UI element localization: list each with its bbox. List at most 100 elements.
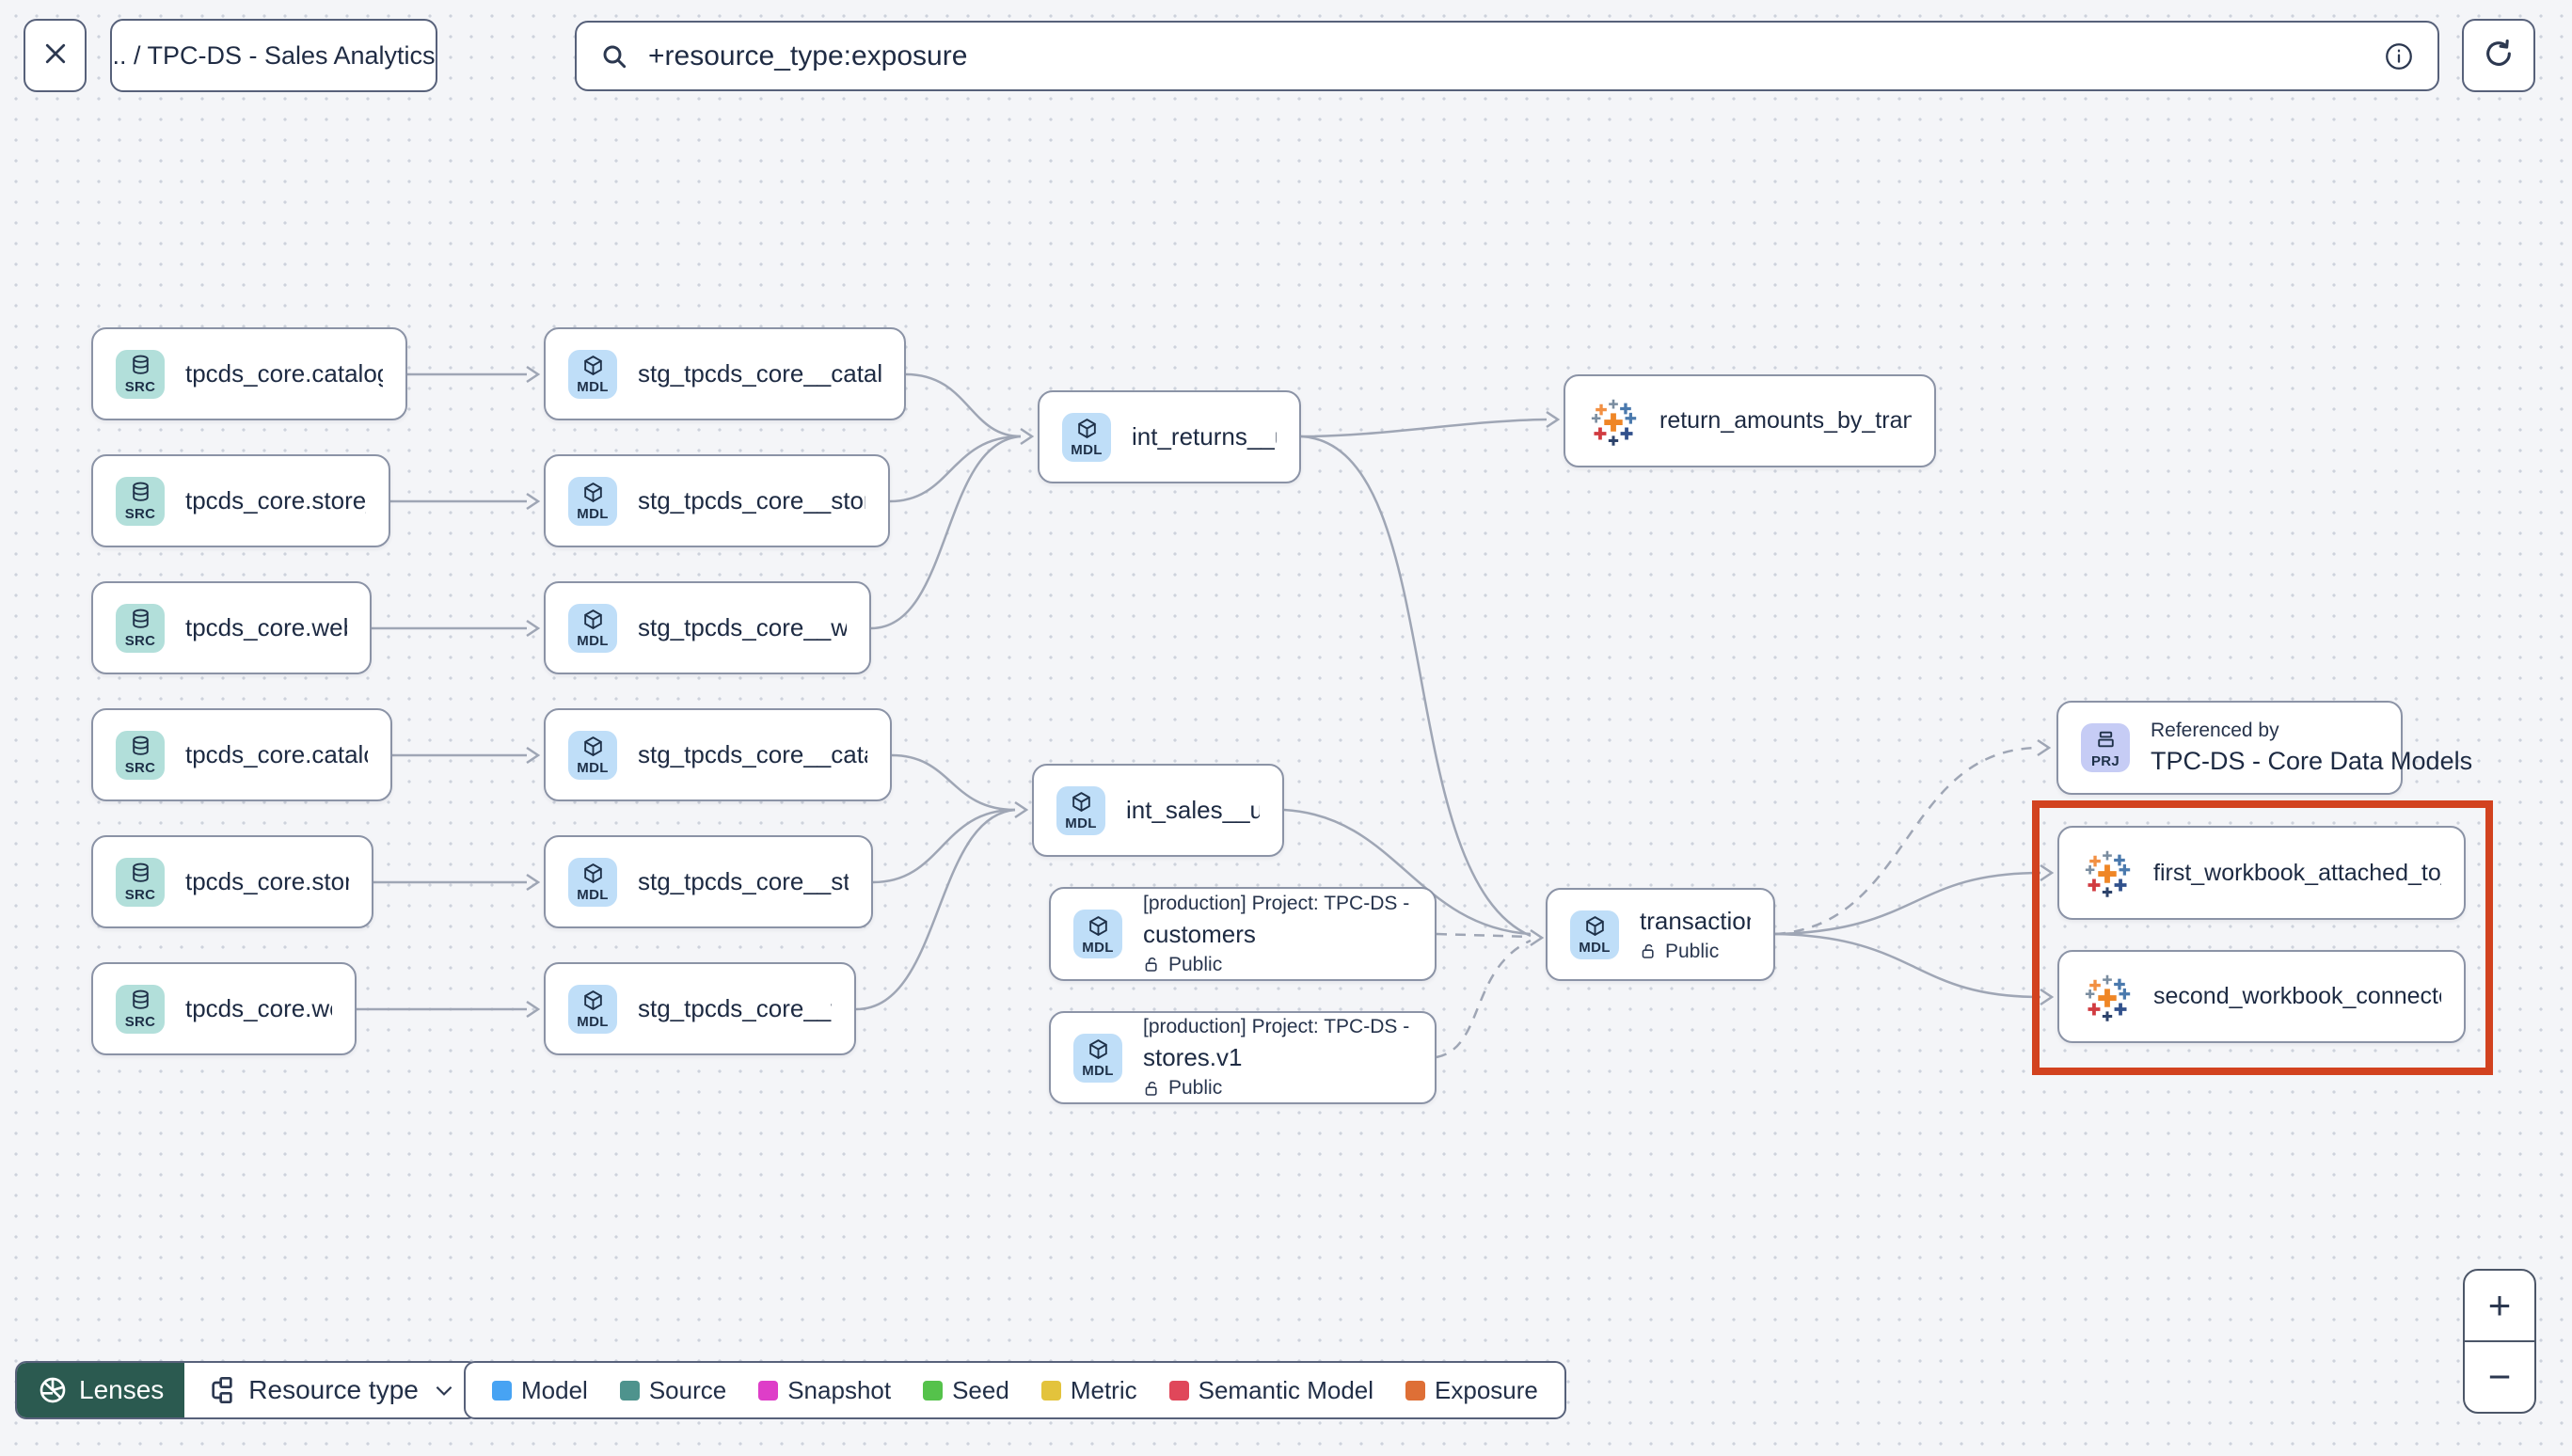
legend-color-chip [1405,1380,1426,1401]
node-label: tpcds_core.store_returns [185,486,366,514]
zoom-out-button[interactable]: − [2487,1354,2512,1399]
node-label: stg_tpcds_core__web_returns [638,613,847,641]
node-label: stg_tpcds_core__store_returns [638,486,865,514]
node-label: stg_tpcds_core__catalog_returns [638,359,881,388]
source-icon [129,862,152,885]
badge-tag: SRC [124,379,156,395]
source-icon [129,354,152,377]
badge-tag: MDL [1082,939,1114,956]
legend-color-chip [1168,1380,1189,1401]
node-label: int_sales__unioned [1126,796,1260,824]
badge-tag: MDL [1065,815,1097,831]
node-label: tpcds_core.store_sales [185,867,349,895]
legend-label: Exposure [1435,1375,1538,1404]
model-badge: MDL [568,476,617,526]
node-label: tpcds_core.web_returns [185,613,347,641]
model-badge: MDL [1570,910,1619,959]
legend-item-metric: Metric [1040,1376,1137,1405]
refresh-button[interactable] [2462,19,2535,92]
model-icon [581,862,605,885]
legend-label: Source [648,1375,727,1404]
source-badge: SRC [116,349,165,399]
legend-item-exposure: Exposure [1405,1376,1538,1405]
source-icon [129,989,152,1012]
node-exp-workbook-1[interactable]: first_workbook_attached_to_tpc-ds_-_… [2057,826,2466,920]
badge-tag: MDL [577,760,609,776]
search-bar[interactable] [575,21,2439,91]
legend-color-chip [492,1380,512,1401]
node-exp-workbook-2[interactable]: second_workbook_connected_to_live… [2057,950,2466,1043]
source-badge: SRC [116,984,165,1034]
model-badge: MDL [1073,1033,1122,1083]
node-stg-store-sales[interactable]: MDL stg_tpcds_core__store_sales [544,835,873,928]
node-src-web-returns[interactable]: SRC tpcds_core.web_returns [91,581,372,674]
info-icon[interactable] [2383,40,2415,72]
node-mdl-transactions[interactable]: MDLtransactions Public [1546,888,1775,981]
node-mdl-customers[interactable]: MDL [production] Project: TPC-DS - Core D… [1049,887,1437,981]
badge-tag: MDL [577,1014,609,1030]
node-subtitle: [production] Project: TPC-DS - Core Data… [1143,892,1412,914]
breadcrumb[interactable]: .. / TPC-DS - Sales Analytics [110,19,437,92]
node-prj-referenced-by[interactable]: PRJ Referenced by TPC-DS - Core Data Model… [2056,701,2473,795]
node-stg-store-returns[interactable]: MDL stg_tpcds_core__store_returns [544,454,890,547]
zoom-in-button[interactable]: + [2465,1271,2534,1342]
resource-type-dropdown[interactable]: Resource type [184,1363,477,1417]
node-label: stg_tpcds_core__store_sales [638,867,849,895]
model-icon [1087,914,1110,938]
badge-tag: MDL [1082,1063,1114,1079]
legend-label: Snapshot [787,1375,892,1404]
aperture-icon [38,1375,68,1405]
public-lock-icon [1640,942,1658,960]
badge-tag: PRJ [2090,752,2120,769]
badge-tag: SRC [124,633,156,649]
model-badge: MDL [1056,785,1105,835]
node-int-sales[interactable]: MDL int_sales__unioned [1032,764,1284,857]
model-icon [1087,1037,1110,1061]
node-stg-catalog-returns[interactable]: MDL stg_tpcds_core__catalog_returns [544,327,906,420]
tableau-icon [1591,399,1637,446]
lenses-button[interactable]: Lenses [17,1363,185,1417]
node-label: second_workbook_connected_to_live… [2153,983,2441,1009]
tableau-icon [2085,974,2131,1021]
model-badge: MDL [1073,910,1122,958]
legend-item-source: Source [619,1375,727,1405]
breadcrumb-label: .. / TPC-DS - Sales Analytics [112,40,436,70]
project-badge: PRJ [2081,723,2130,772]
node-exp-return-amounts[interactable]: return_amounts_by_transaction_type [1564,374,1936,467]
node-subtitle: Referenced by [2151,720,2279,741]
badge-tag: MDL [577,887,609,903]
node-label: TPC-DS - Core Data Models [2151,747,2473,775]
legend-label: Seed [952,1375,1009,1404]
legend-bar: Model Source Snapshot Seed Metric Semant… [464,1361,1566,1419]
node-mdl-stores[interactable]: MDL[production] Project: TPC-DS - Core D… [1049,1011,1437,1104]
legend-label: Semantic Model [1198,1375,1374,1404]
model-badge: MDL [568,349,617,399]
resource-type-icon [205,1375,235,1405]
source-icon [129,735,152,758]
model-icon [581,608,605,631]
badge-tag: MDL [577,506,609,522]
model-badge: MDL [568,730,617,780]
model-icon [581,481,605,504]
search-input[interactable] [646,39,2366,73]
node-label: transactions [1640,906,1751,935]
legend-color-chip [619,1380,640,1401]
close-button[interactable] [24,19,87,92]
legend-item-snapshot: Snapshot [758,1376,891,1405]
access-label: Public [1168,953,1223,975]
chevron-down-icon [432,1378,456,1402]
legend-color-chip [1040,1380,1061,1401]
public-lock-icon [1143,956,1161,973]
badge-tag: MDL [577,379,609,395]
